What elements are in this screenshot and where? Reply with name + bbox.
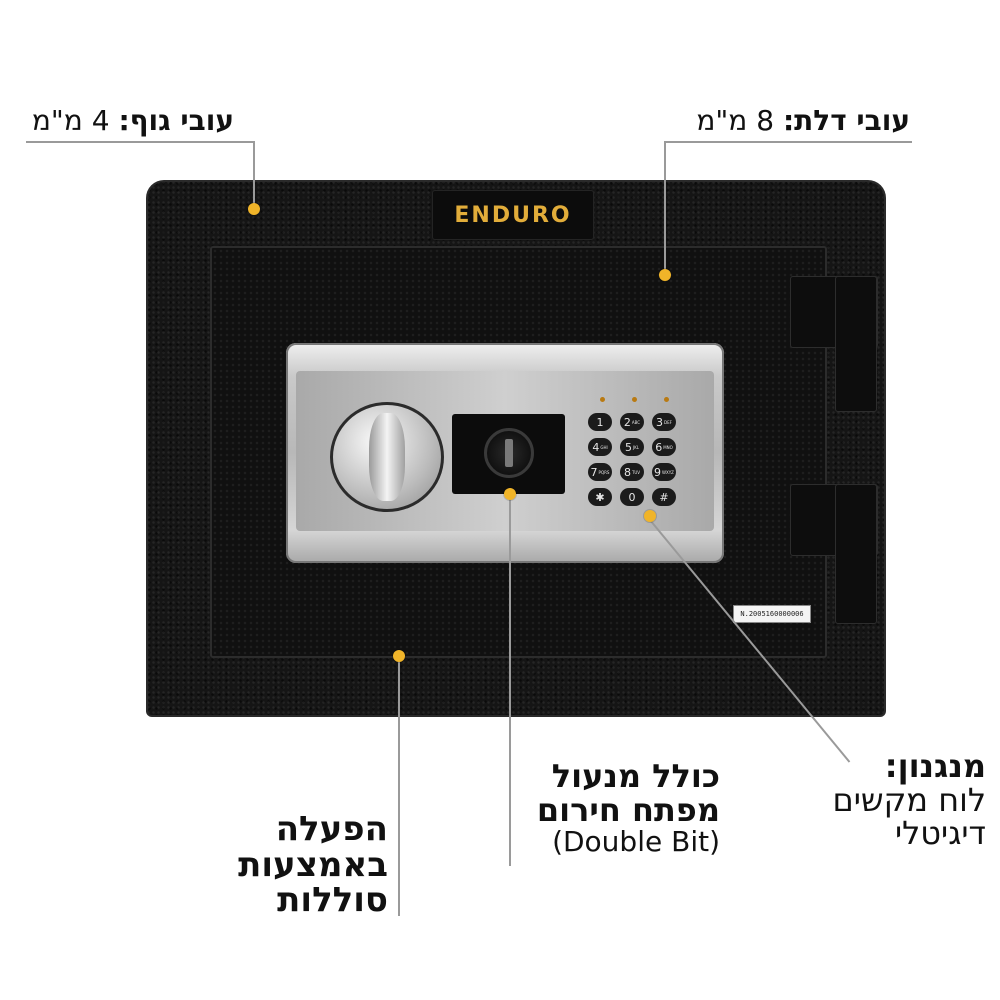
keypad-key-sub: ABC — [631, 419, 641, 425]
keypad-key-main: 4 — [592, 440, 600, 454]
marker-body — [248, 203, 260, 215]
body-thickness-title: עובי גוף: — [118, 104, 234, 137]
marker-keypad — [644, 510, 656, 522]
keypad-key-main: 7 — [590, 465, 598, 479]
keypad-key-main: 9 — [654, 465, 662, 479]
keypad-key-main: 3 — [656, 415, 664, 429]
keypad-key-main: 2 — [623, 415, 631, 429]
leader-body-h — [26, 141, 254, 143]
keypad-key-sub: GHI — [600, 444, 608, 450]
leader-key-v — [509, 494, 511, 866]
leader-door-v — [664, 141, 666, 275]
serial-number-label: N.2005160000006 — [733, 605, 811, 623]
door-thickness-label: עובי דלת: 8 מ"מ — [696, 106, 910, 135]
keypad-key-sub: WXYZ — [662, 469, 674, 475]
bolts-line3: סוללות — [277, 880, 388, 921]
mechanism-label: מנגנון: לוח מקשים דיגיטלי — [832, 747, 986, 853]
mechanism-line2: דיגיטלי — [894, 814, 986, 853]
leader-bolts-v — [398, 656, 400, 916]
mechanism-title: מנגנון: — [884, 747, 986, 785]
body-thickness-label: עובי גוף: 4 מ"מ — [32, 106, 234, 135]
status-led-3 — [664, 397, 669, 402]
marker-key — [504, 488, 516, 500]
keypad-key-main: # — [659, 490, 669, 504]
keypad-key[interactable]: 0 — [620, 488, 644, 506]
emergency-key-line2: מפתח חירום — [536, 790, 720, 829]
door-thickness-value: 8 מ"מ — [696, 104, 775, 137]
keypad-key-sub: MNO — [663, 444, 673, 450]
leader-door-h — [664, 141, 912, 143]
keypad-key-sub: DEF — [664, 419, 672, 425]
keypad-key-main: 1 — [596, 415, 604, 429]
keypad-key-main: 6 — [655, 440, 663, 454]
door-thickness-title: עובי דלת: — [782, 104, 910, 137]
keypad-key-main: ✱ — [595, 490, 605, 504]
door-handle-knob[interactable] — [330, 402, 444, 512]
bolts-line1: הפעלה — [275, 809, 388, 849]
bolts-line2: באמצעות — [238, 844, 388, 885]
bolts-label: הפעלה באמצעות סוללות — [238, 809, 388, 921]
lower-hinge-pin — [835, 484, 877, 624]
keypad-key-main: 5 — [624, 440, 632, 454]
emergency-keyhole[interactable] — [484, 428, 534, 478]
emergency-key-line1: כולל מנעול — [551, 757, 720, 795]
marker-bolts — [393, 650, 405, 662]
keypad-key[interactable]: ✱ — [588, 488, 612, 506]
body-thickness-value: 4 מ"מ — [31, 104, 110, 137]
knob-grip — [369, 413, 405, 501]
emergency-key-line3: (Double Bit) — [552, 825, 720, 859]
keypad-key-sub: TUV — [631, 469, 641, 475]
mechanism-line1: לוח מקשים — [832, 780, 986, 819]
keypad-key[interactable]: 1 — [588, 413, 612, 431]
brand-logo: ENDURO — [432, 190, 594, 240]
keypad-key-sub: PQRS — [598, 469, 610, 475]
keypad-key-main: 8 — [623, 465, 631, 479]
status-led-2 — [632, 397, 637, 402]
leader-body-v — [253, 141, 255, 209]
marker-door — [659, 269, 671, 281]
keypad-key-main: 0 — [628, 490, 636, 504]
status-led-1 — [600, 397, 605, 402]
keypad-key[interactable]: # — [652, 488, 676, 506]
upper-hinge-pin — [835, 276, 877, 412]
emergency-key-label: כולל מנעול מפתח חירום (Double Bit) — [536, 757, 720, 859]
keypad-key-sub: JKL — [632, 444, 640, 450]
